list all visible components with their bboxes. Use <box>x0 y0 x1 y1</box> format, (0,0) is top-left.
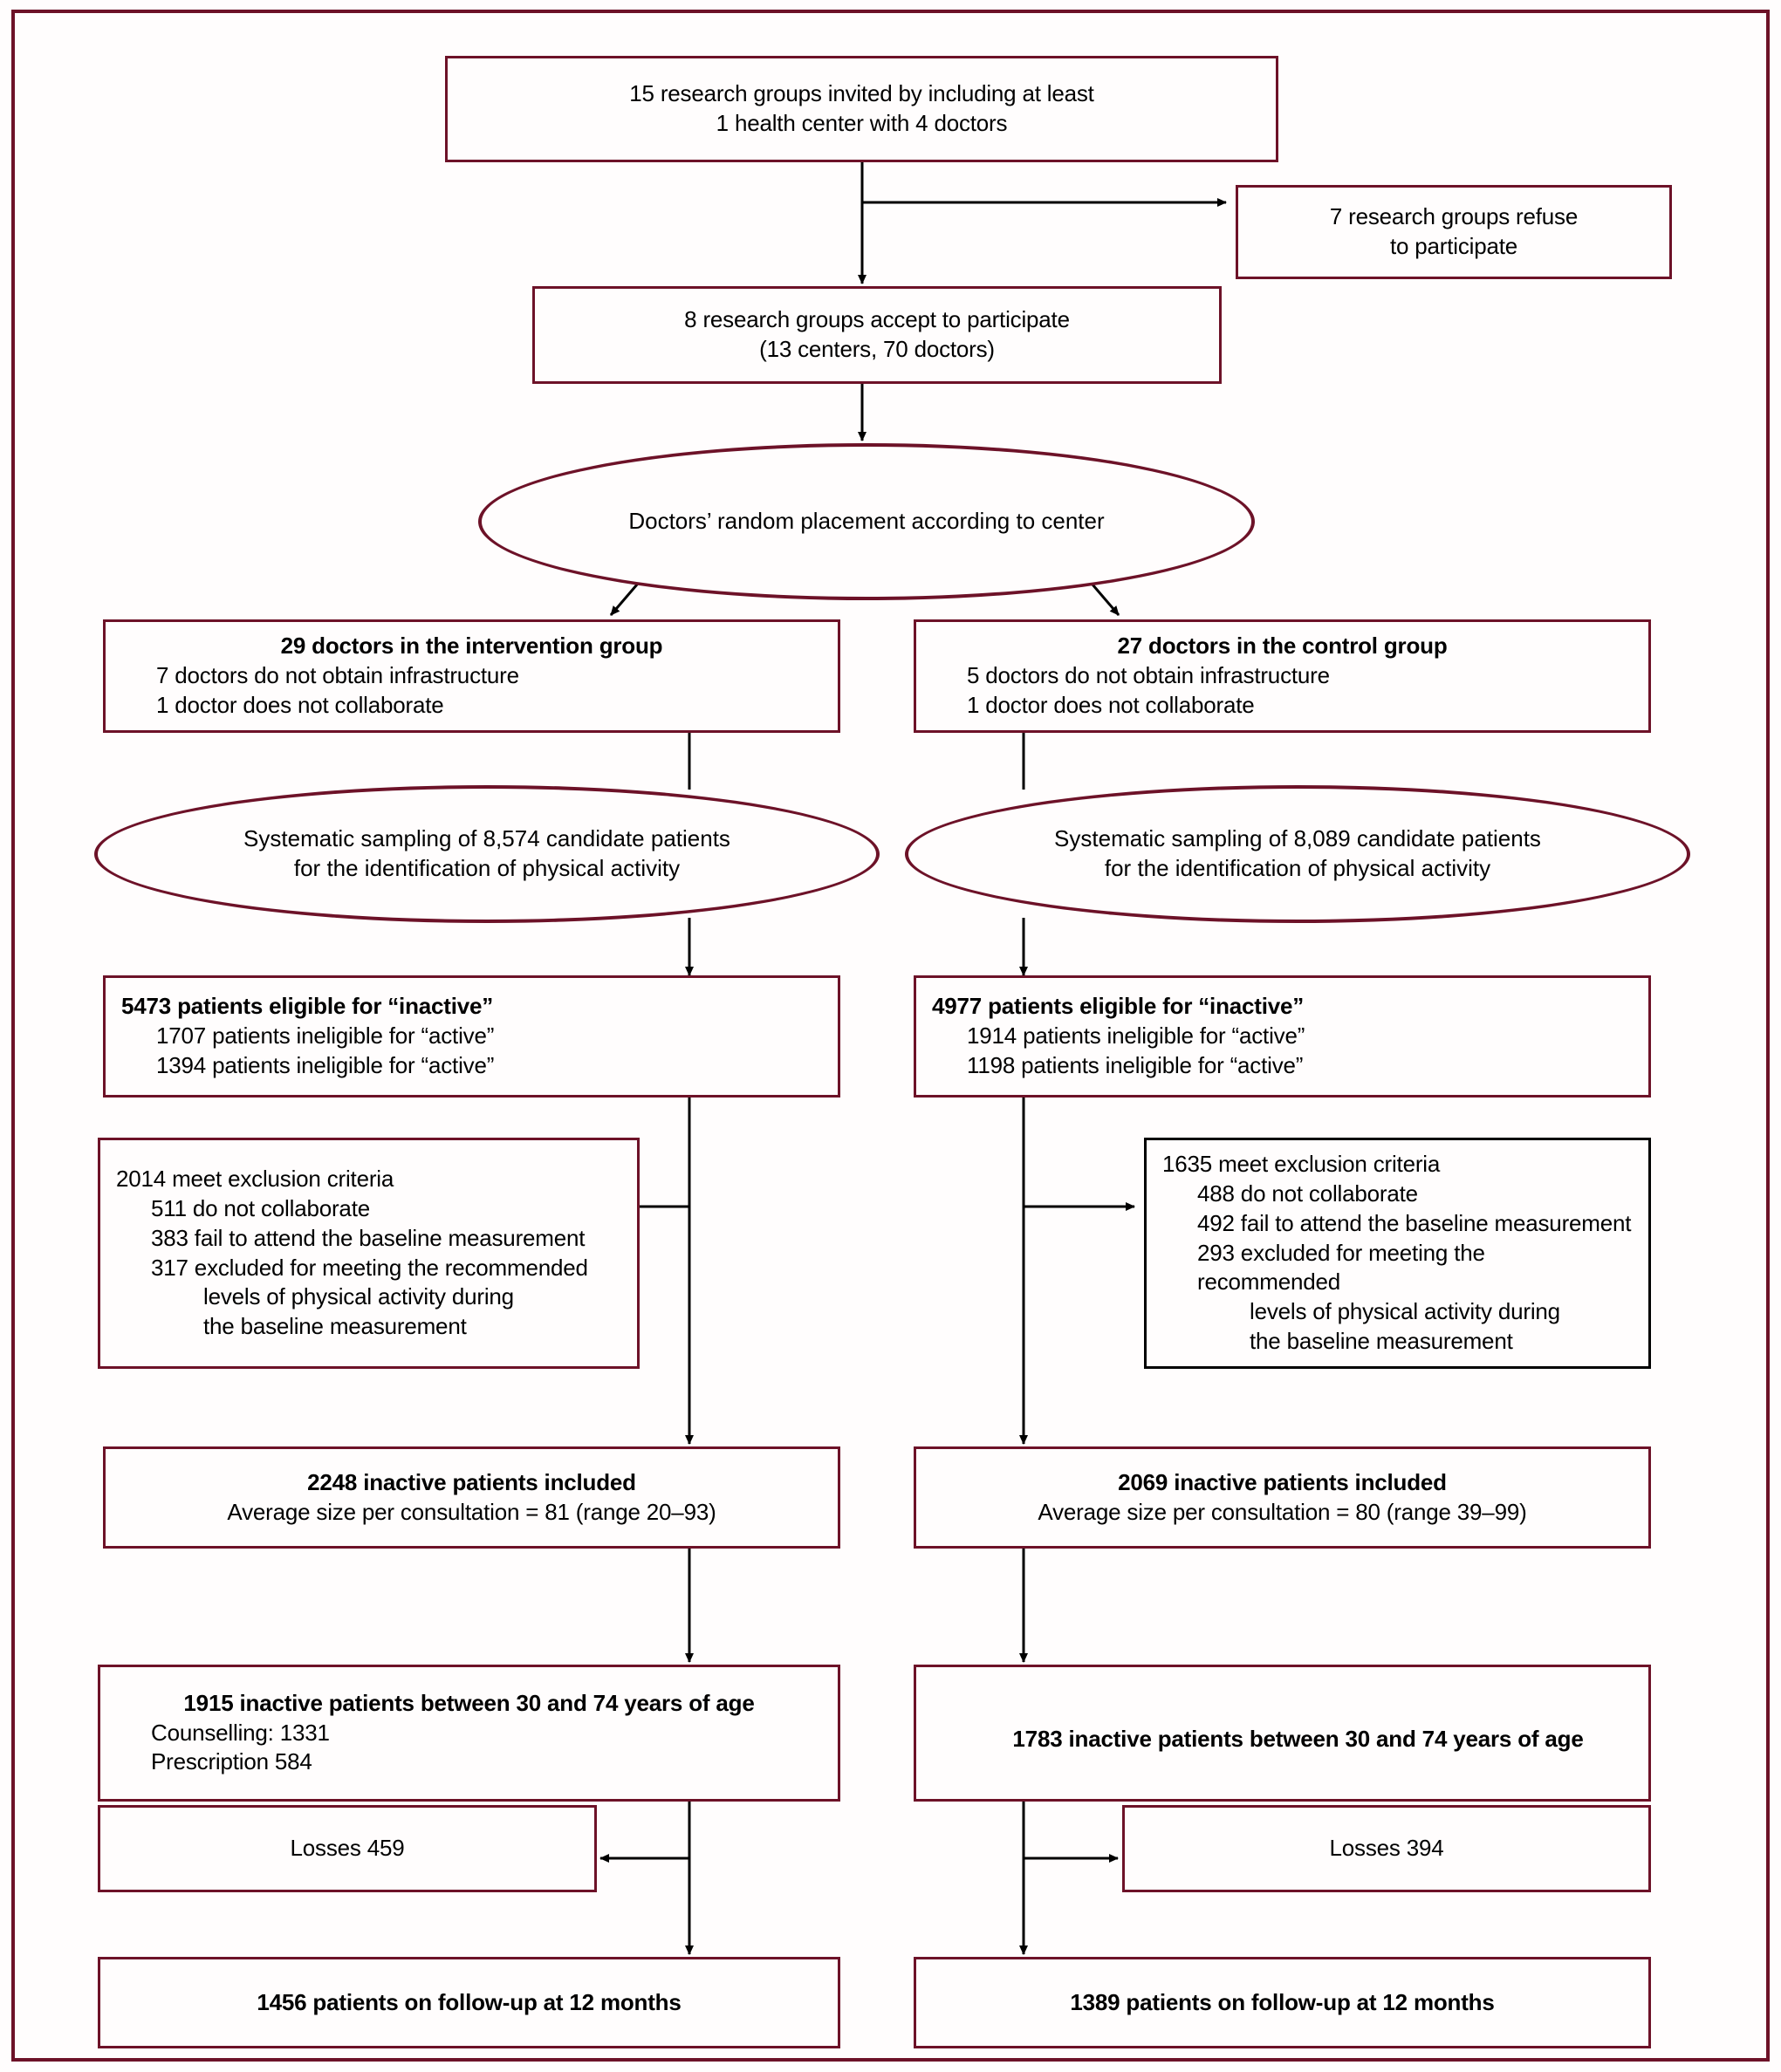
control-eligible-line2: 1198 patients ineligible for “active” <box>967 1051 1304 1078</box>
node-intervention-eligible: 5473 patients eligible for “inactive” 17… <box>103 975 840 1098</box>
intervention-losses-label: Losses 459 <box>290 1835 405 1862</box>
groups-accepted-line1: 8 research groups accept to participate <box>684 306 1070 333</box>
node-control-eligible: 4977 patients eligible for “inactive” 19… <box>914 975 1651 1098</box>
node-control-included: 2069 inactive patients included Average … <box>914 1446 1651 1549</box>
node-control-exclusions: 1635 meet exclusion criteria 488 do not … <box>1144 1138 1651 1369</box>
intervention-eligible-heading: 5473 patients eligible for “inactive” <box>121 993 494 1020</box>
intervention-doctors-line1: 7 doctors do not obtain infrastructure <box>156 662 519 689</box>
control-exclusions-line2: 488 do not collaborate <box>1197 1180 1418 1207</box>
intervention-exclusions-line1: 2014 meet exclusion criteria <box>116 1166 394 1193</box>
control-sampling-line2: for the identification of physical activ… <box>1104 855 1491 881</box>
intervention-doctors-line2: 1 doctor does not collaborate <box>156 691 444 718</box>
node-intervention-followup: 1456 patients on follow-up at 12 months <box>98 1957 840 2048</box>
node-control-followup: 1389 patients on follow-up at 12 months <box>914 1957 1651 2048</box>
groups-invited-line1: 15 research groups invited by including … <box>629 80 1094 107</box>
node-groups-refused: 7 research groups refuse to participate <box>1236 185 1672 279</box>
randomization-label: Doctors’ random placement according to c… <box>628 508 1105 535</box>
intervention-eligible-line1: 1707 patients ineligible for “active” <box>156 1022 495 1050</box>
intervention-sampling-line2: for the identification of physical activ… <box>293 855 681 881</box>
node-intervention-doctors: 29 doctors in the intervention group 7 d… <box>103 619 840 733</box>
intervention-exclusions-line6: the baseline measurement <box>203 1313 467 1340</box>
intervention-followup-heading: 1456 patients on follow-up at 12 months <box>257 1988 682 2015</box>
node-groups-invited: 15 research groups invited by including … <box>445 56 1278 162</box>
control-losses-label: Losses 394 <box>1329 1835 1444 1862</box>
node-control-losses: Losses 394 <box>1122 1805 1651 1892</box>
node-intervention-sampling-ellipse: Systematic sampling of 8,574 candidate p… <box>94 785 880 923</box>
control-eligible-heading: 4977 patients eligible for “inactive” <box>932 993 1305 1020</box>
intervention-age-range-line2: Prescription 584 <box>151 1748 312 1775</box>
groups-accepted-line2: (13 centers, 70 doctors) <box>759 336 995 362</box>
control-exclusions-line5: levels of physical activity during <box>1250 1298 1560 1325</box>
control-followup-heading: 1389 patients on follow-up at 12 months <box>1070 1988 1495 2015</box>
node-groups-accepted: 8 research groups accept to participate … <box>532 286 1222 384</box>
control-eligible-line1: 1914 patients ineligible for “active” <box>967 1022 1305 1050</box>
node-intervention-exclusions: 2014 meet exclusion criteria 511 do not … <box>98 1138 640 1369</box>
node-control-doctors: 27 doctors in the control group 5 doctor… <box>914 619 1651 733</box>
intervention-eligible-line2: 1394 patients ineligible for “active” <box>156 1051 495 1078</box>
node-control-sampling-ellipse: Systematic sampling of 8,089 candidate p… <box>905 785 1690 923</box>
control-doctors-line1: 5 doctors do not obtain infrastructure <box>967 662 1330 689</box>
intervention-sampling-line1: Systematic sampling of 8,574 candidate p… <box>243 825 730 852</box>
intervention-exclusions-line2: 511 do not collaborate <box>151 1194 370 1221</box>
intervention-age-range-line1: Counselling: 1331 <box>151 1719 330 1746</box>
node-control-age-range: 1783 inactive patients between 30 and 74… <box>914 1665 1651 1802</box>
intervention-included-line1: Average size per consultation = 81 (rang… <box>227 1498 716 1525</box>
groups-invited-line2: 1 health center with 4 doctors <box>716 110 1008 136</box>
node-intervention-included: 2248 inactive patients included Average … <box>103 1446 840 1549</box>
groups-refused-line2: to participate <box>1389 233 1518 259</box>
groups-refused-line1: 7 research groups refuse <box>1329 203 1579 230</box>
control-doctors-heading: 27 doctors in the control group <box>1117 633 1448 660</box>
node-intervention-losses: Losses 459 <box>98 1805 597 1892</box>
control-exclusions-line1: 1635 meet exclusion criteria <box>1162 1151 1441 1178</box>
control-exclusions-line6: the baseline measurement <box>1250 1327 1513 1354</box>
intervention-age-range-heading: 1915 inactive patients between 30 and 74… <box>183 1689 755 1716</box>
control-included-line1: Average size per consultation = 80 (rang… <box>1038 1498 1527 1525</box>
control-sampling-line1: Systematic sampling of 8,089 candidate p… <box>1054 825 1541 852</box>
control-exclusions-line3: 492 fail to attend the baseline measurem… <box>1197 1209 1632 1236</box>
intervention-exclusions-line3: 383 fail to attend the baseline measurem… <box>151 1224 586 1251</box>
intervention-doctors-heading: 29 doctors in the intervention group <box>280 633 663 660</box>
intervention-exclusions-line4: 317 excluded for meeting the recommended <box>151 1254 588 1281</box>
intervention-exclusions-line5: levels of physical activity during <box>203 1283 514 1310</box>
control-exclusions-line4: 293 excluded for meeting the recommended <box>1197 1239 1485 1296</box>
node-randomization-ellipse: Doctors’ random placement according to c… <box>478 443 1255 600</box>
node-intervention-age-range: 1915 inactive patients between 30 and 74… <box>98 1665 840 1802</box>
control-included-heading: 2069 inactive patients included <box>1118 1468 1447 1495</box>
control-doctors-line2: 1 doctor does not collaborate <box>967 691 1255 718</box>
intervention-included-heading: 2248 inactive patients included <box>307 1468 636 1495</box>
control-age-range-heading: 1783 inactive patients between 30 and 74… <box>1012 1725 1584 1752</box>
